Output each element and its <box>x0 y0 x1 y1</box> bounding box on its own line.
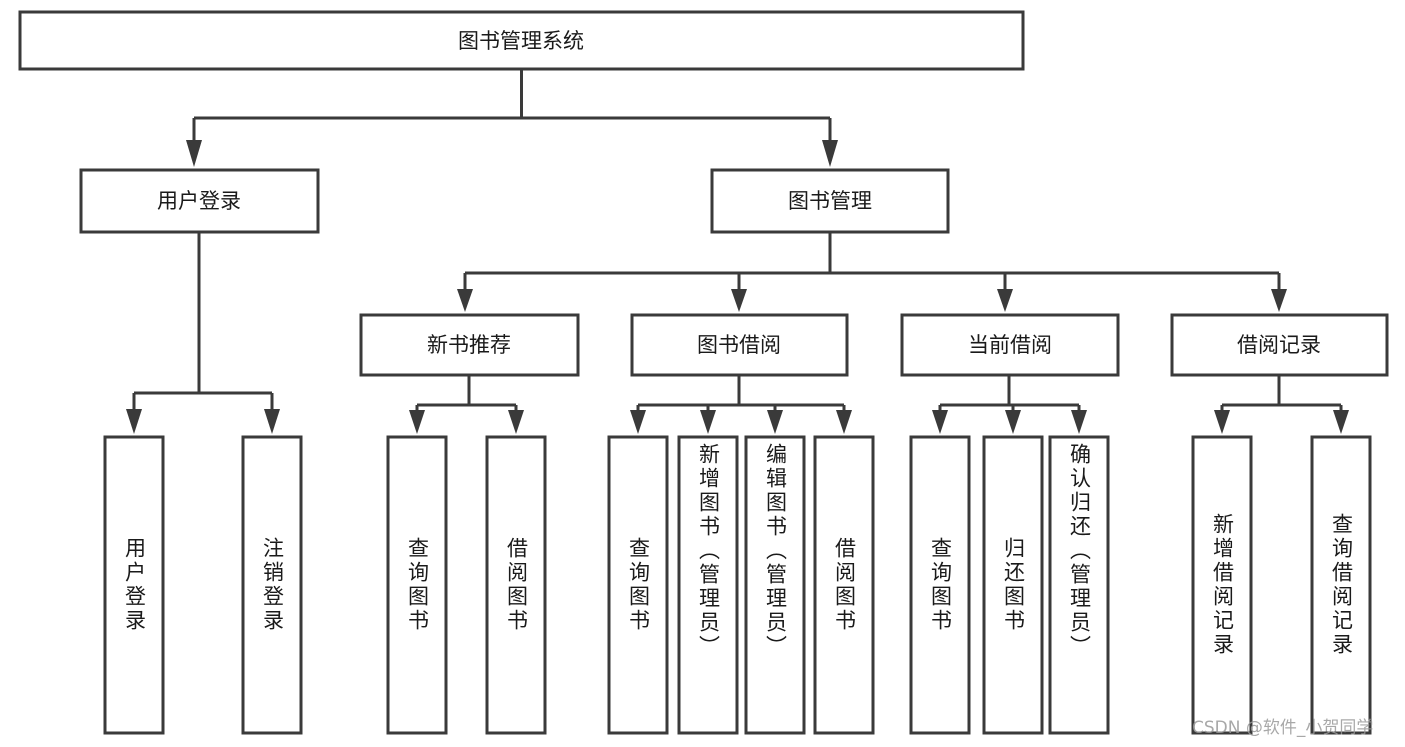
leaf-box-add-borrow-record[interactable] <box>1191 435 1253 735</box>
connector-group-new-book-recommend-children <box>409 375 524 434</box>
arrow-to-leaf-query-book-c <box>932 410 948 434</box>
connector-group-book-borrow-children <box>630 375 852 434</box>
node-book-management[interactable]: 图书管理 <box>710 168 950 234</box>
leaf-box-query-book-c[interactable] <box>909 435 971 735</box>
node-borrow-record[interactable]: 借阅记录 <box>1170 313 1389 377</box>
leaf-box-confirm-return-admin[interactable] <box>1048 435 1110 735</box>
arrow-to-leaf-user-login <box>126 409 142 434</box>
node-book-borrow[interactable]: 图书借阅 <box>630 313 849 377</box>
node-book-management-box[interactable] <box>710 168 950 234</box>
leaf-box-borrow-book-b[interactable] <box>813 435 875 735</box>
connector-group-book-mgmt-children <box>457 232 1287 312</box>
arrow-to-leaf-return-book <box>1005 410 1021 434</box>
leaf-box-add-book-admin[interactable] <box>677 435 739 735</box>
arrow-to-leaf-borrow-book-b <box>836 410 852 434</box>
node-current-borrow-box[interactable] <box>900 313 1120 377</box>
leaf-box-query-book-b[interactable] <box>607 435 669 735</box>
arrow-to-leaf-logout <box>264 409 280 434</box>
arrow-to-new-book-recommend <box>457 289 473 312</box>
arrow-to-current-borrow <box>997 289 1013 312</box>
arrow-to-book-borrow <box>731 289 747 312</box>
leaf-box-user-login[interactable] <box>103 435 165 735</box>
arrow-to-borrow-record <box>1271 289 1287 312</box>
leaf-box-query-borrow-record[interactable] <box>1310 435 1372 735</box>
node-user-login-box[interactable] <box>79 168 320 234</box>
node-user-login-label: 用户登录 <box>157 189 241 213</box>
arrow-to-leaf-query-record <box>1333 410 1349 434</box>
arrow-to-leaf-add-record <box>1214 410 1230 434</box>
node-current-borrow-label: 当前借阅 <box>968 333 1052 357</box>
node-new-book-recommend[interactable]: 新书推荐 <box>359 313 580 377</box>
arrow-to-user-login <box>186 140 202 167</box>
node-current-borrow[interactable]: 当前借阅 <box>900 313 1120 377</box>
csdn-watermark: CSDN @软件_小贺同学 <box>1192 718 1374 738</box>
leaf-box-edit-book-admin[interactable] <box>744 435 806 735</box>
node-book-borrow-label: 图书借阅 <box>697 333 781 357</box>
leaf-box-query-book-a[interactable] <box>386 435 448 735</box>
node-user-login[interactable]: 用户登录 <box>79 168 320 234</box>
arrow-to-book-mgmt <box>822 140 838 167</box>
node-root-box[interactable] <box>18 10 1025 71</box>
node-book-management-label: 图书管理 <box>788 189 872 213</box>
node-new-book-recommend-label: 新书推荐 <box>427 333 511 357</box>
arrow-to-leaf-query-book-a <box>409 410 425 434</box>
leaf-box-logout[interactable] <box>241 435 303 735</box>
arrow-to-leaf-edit-book <box>767 410 783 434</box>
leaf-box-borrow-book-a[interactable] <box>485 435 547 735</box>
leaf-box-return-book[interactable] <box>982 435 1044 735</box>
connector-group-root-to-level2 <box>186 69 838 167</box>
arrow-to-leaf-add-book <box>700 410 716 434</box>
node-borrow-record-box[interactable] <box>1170 313 1389 377</box>
leaf-boxes-group <box>103 435 1372 735</box>
connector-group-user-login-children <box>126 232 280 434</box>
connector-group-current-borrow-children <box>932 375 1087 434</box>
arrow-to-leaf-confirm-return <box>1071 410 1087 434</box>
connector-group-borrow-record-children <box>1214 375 1349 434</box>
node-root-label: 图书管理系统 <box>458 29 584 53</box>
node-new-book-recommend-box[interactable] <box>359 313 580 377</box>
node-root[interactable]: 图书管理系统 <box>18 10 1025 71</box>
node-borrow-record-label: 借阅记录 <box>1237 333 1321 357</box>
node-book-borrow-box[interactable] <box>630 313 849 377</box>
arrow-to-leaf-query-book-b <box>630 410 646 434</box>
arrow-to-leaf-borrow-book-a <box>508 410 524 434</box>
